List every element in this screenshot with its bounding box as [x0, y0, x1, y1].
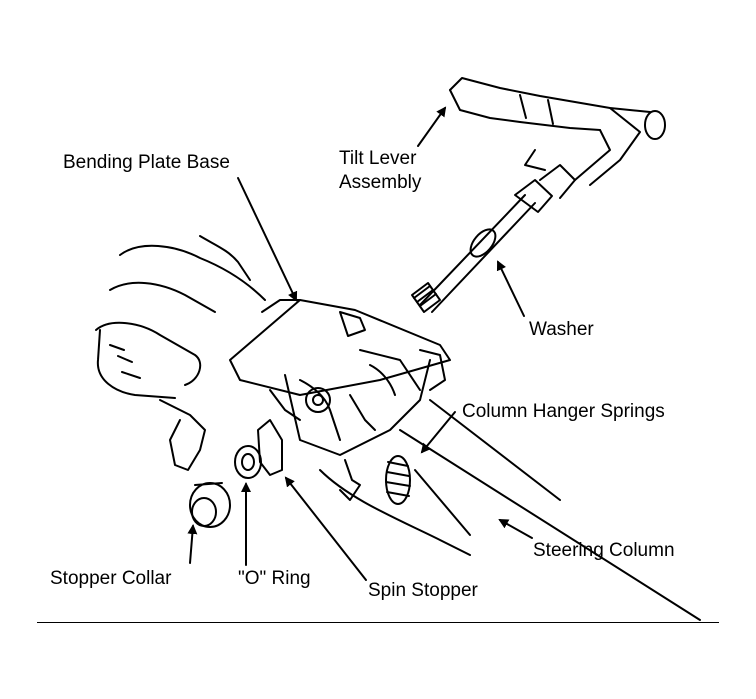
small-parts — [189, 419, 283, 528]
bottom-divider — [37, 622, 719, 623]
column-hanger-springs — [339, 455, 411, 505]
label-column-hanger-springs: Column Hanger Springs — [462, 401, 665, 422]
label-tilt-lever-line1: Tilt Lever — [339, 148, 417, 169]
label-spin-stopper: Spin Stopper — [368, 580, 478, 601]
label-steering-column: Steering Column — [533, 540, 675, 561]
leader-arrows — [187, 106, 533, 581]
column-bracket — [284, 349, 446, 456]
label-bending-plate-base: Bending Plate Base — [63, 152, 230, 173]
tilt-lever-handle — [449, 77, 666, 186]
hand-sketch — [95, 235, 266, 471]
label-stopper-collar: Stopper Collar — [50, 568, 172, 589]
label-tilt-lever-line2: Assembly — [339, 172, 422, 193]
tilt-lever-shaft — [411, 164, 576, 313]
label-o-ring: "O" Ring — [238, 568, 311, 589]
label-washer: Washer — [529, 319, 594, 340]
